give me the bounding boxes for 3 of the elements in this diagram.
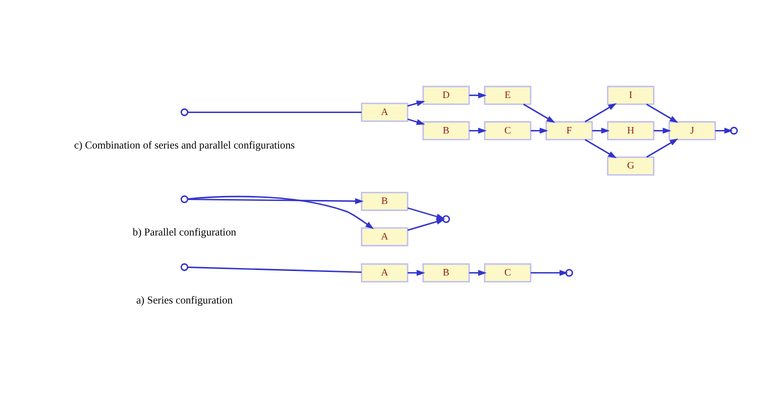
label: a) Series configuration [136, 296, 233, 307]
label: b) Parallel configuration [132, 228, 236, 239]
label: c) Combination of series and parallel configurations [74, 140, 295, 152]
